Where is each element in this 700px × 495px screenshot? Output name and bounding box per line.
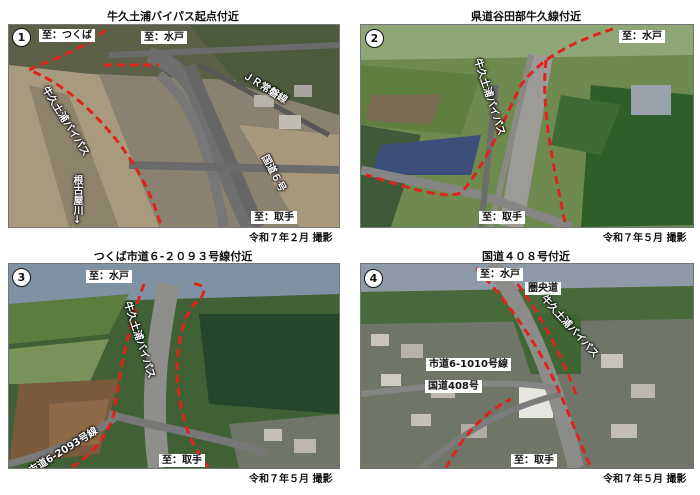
panel-2-number-badge: 2 — [365, 29, 384, 48]
panel-3-title: つくば市道６-２０９３号線付近 — [93, 250, 253, 263]
panel-4-label-route408: 国道408号 — [425, 380, 482, 393]
panel-3-label-to-toride: 至：取手 — [159, 454, 205, 467]
panel-1-label-to-tsukuba: 至：つくば — [39, 29, 95, 42]
panel-2-label-to-toride: 至：取手 — [479, 211, 525, 224]
panel-1-label-to-mito: 至：水戸 — [141, 31, 187, 44]
panel-4-caption: 令和７年５月 撮影 — [603, 474, 687, 485]
panel-4-photo: 4 至：水戸 圏央道 牛久土浦バイパス 市道6-1010号線 国道408号 至：… — [360, 263, 694, 469]
panel-3-caption: 令和７年５月 撮影 — [249, 474, 333, 485]
panel-2-photo: 2 至：水戸 牛久土浦バイパス 至：取手 — [360, 24, 694, 228]
panel-4-label-city-road: 市道6-1010号線 — [426, 358, 511, 371]
panel-1-label-river: 根古屋川→ — [71, 175, 82, 224]
panel-3-label-to-mito: 至：水戸 — [86, 270, 132, 283]
panel-4-title: 国道４０８号付近 — [482, 250, 570, 263]
panel-4-number-badge: 4 — [364, 269, 383, 288]
panel-1-title: 牛久土浦バイパス起点付近 — [107, 10, 239, 23]
panel-1-photo: 1 至：つくば 至：水戸 ＪＲ常磐線 国道６号 牛久土浦バイパス 根古屋川→ 至… — [8, 24, 340, 228]
panel-1-label-to-toride: 至：取手 — [251, 211, 297, 224]
panel-3-photo: 3 至：水戸 牛久土浦バイパス 市道6-2093号線 至：取手 — [8, 263, 340, 469]
panel-1-number-badge: 1 — [12, 28, 31, 47]
panel-4-label-to-mito: 至：水戸 — [477, 268, 523, 281]
panel-3-number-badge: 3 — [12, 268, 31, 287]
panel-2-label-to-mito: 至：水戸 — [619, 30, 665, 43]
panel-2-title: 県道谷田部牛久線付近 — [471, 10, 581, 23]
panel-2-caption: 令和７年５月 撮影 — [603, 233, 687, 244]
panel-4-label-ken-o: 圏央道 — [525, 282, 561, 295]
panel-4-label-to-toride: 至：取手 — [511, 454, 557, 467]
panel-1-caption: 令和７年２月 撮影 — [249, 233, 333, 244]
